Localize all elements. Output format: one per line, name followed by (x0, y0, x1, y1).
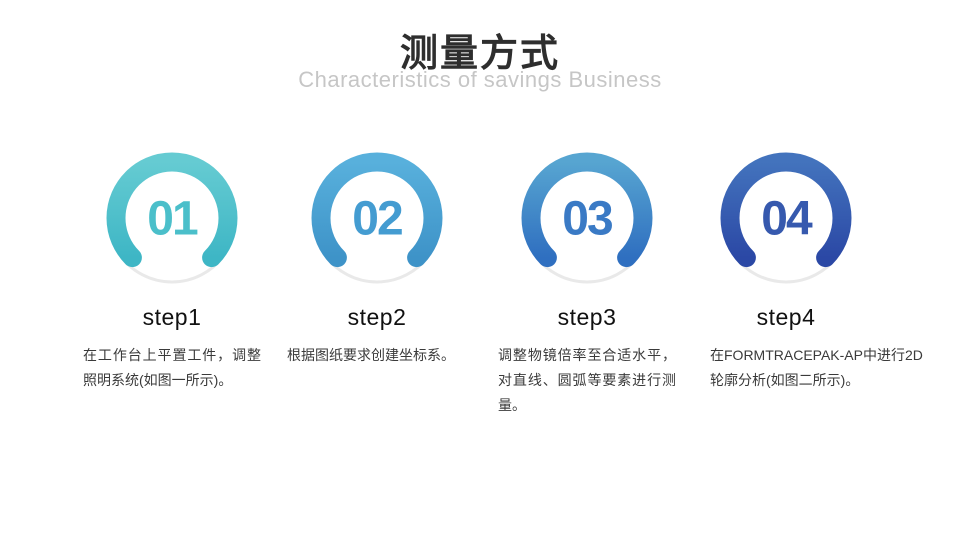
step-column-2: 02 step2 根据图纸要求创建坐标系。 (273, 148, 481, 368)
step-description: 根据图纸要求创建坐标系。 (287, 347, 455, 363)
gauge-arc (311, 152, 443, 268)
step-label: step2 (347, 304, 407, 330)
step-number: 03 (562, 193, 612, 246)
step-description: 在FORMTRACEPAK-AP中进行2D轮廓分析(如图二所示)。 (710, 347, 923, 388)
step-label: step3 (557, 304, 617, 330)
step-column-1: 01 step1 在工作台上平置工件，调整照明系统(如图一所示)。 (68, 148, 276, 393)
step-column-3: 03 step3 调整物镜倍率至合适水平，对直线、圆弧等要素进行测量。 (483, 148, 691, 418)
gauge-arc (106, 152, 238, 268)
slide-title: 测量方式 (399, 33, 560, 75)
step3-gauge-icon: 03 (521, 152, 653, 284)
step1-gauge-icon: 01 (106, 152, 238, 284)
gauge-arc (521, 152, 653, 268)
step-description: 在工作台上平置工件，调整照明系统(如图一所示)。 (83, 347, 261, 388)
slide-subtitle: Characteristics of savings Business (298, 67, 662, 92)
gauge-track (535, 255, 639, 284)
gauge-track (325, 255, 429, 284)
gauge-arc (720, 152, 852, 268)
step-number: 02 (352, 193, 402, 246)
step-number: 01 (147, 193, 198, 246)
step4-gauge-icon: 04 (720, 152, 852, 284)
gauge-track (734, 255, 838, 284)
step2-gauge-icon: 02 (311, 152, 443, 284)
step-number: 04 (761, 193, 813, 246)
step-label: step1 (142, 304, 202, 330)
step-label: step4 (756, 304, 816, 330)
gauge-track (120, 255, 224, 284)
step-column-4: 04 step4 在FORMTRACEPAK-AP中进行2D轮廓分析(如图二所示… (674, 148, 923, 393)
step-description: 调整物镜倍率至合适水平，对直线、圆弧等要素进行测量。 (498, 347, 676, 413)
